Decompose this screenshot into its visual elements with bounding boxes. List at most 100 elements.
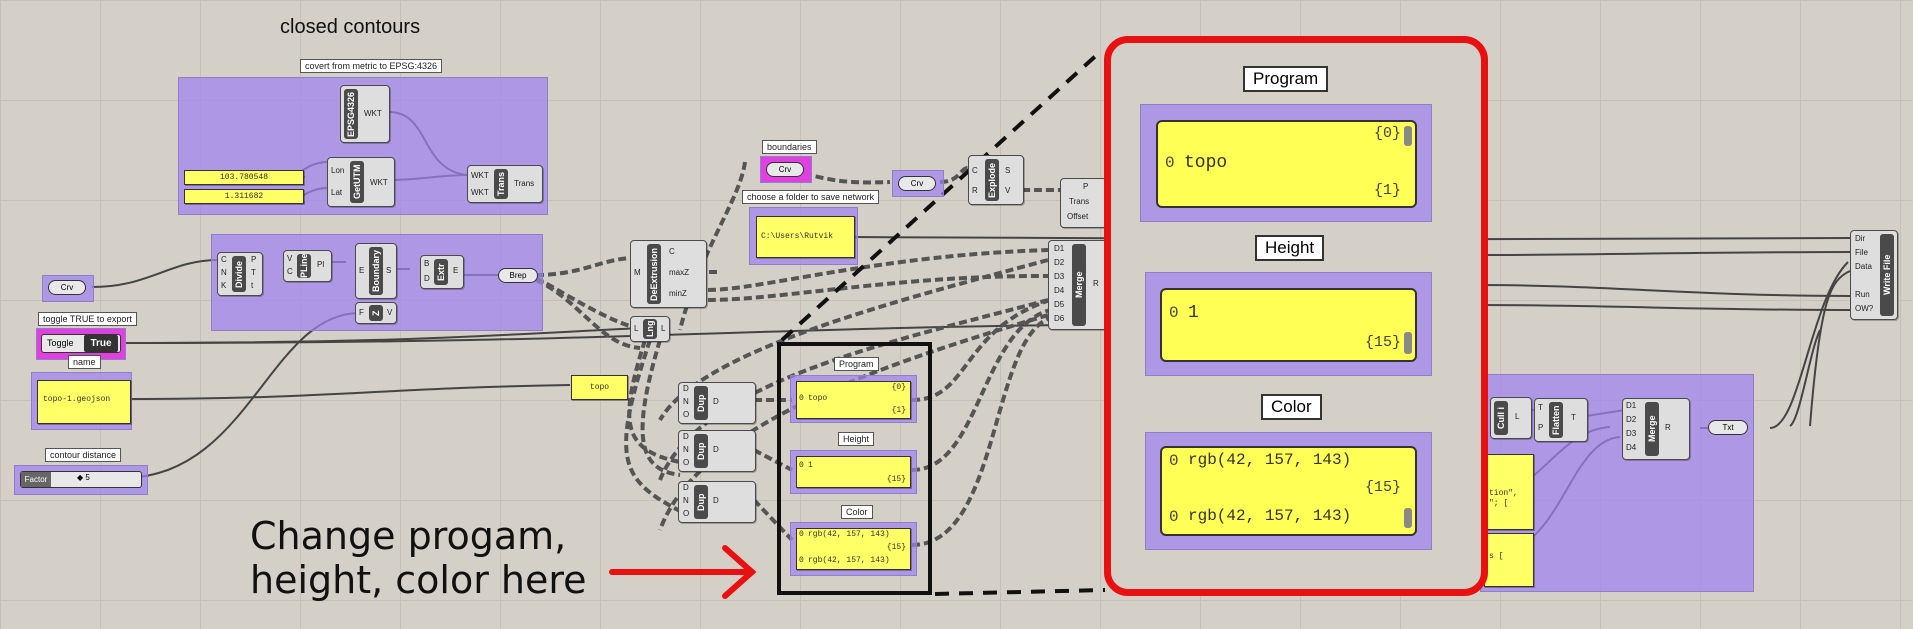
- boundary-core: Boundary: [369, 247, 383, 295]
- dup1-n: N: [683, 397, 689, 406]
- crv-mid-param[interactable]: Crv: [898, 176, 936, 191]
- trans-in1: WKT: [471, 171, 489, 180]
- deextrusion-component[interactable]: M DeExtrusion C maxZ minZ: [630, 240, 707, 308]
- writefile-dir: Dir: [1855, 234, 1866, 243]
- annotation-text: Change progam, height, color here: [250, 514, 587, 602]
- dup2-out: D: [713, 445, 719, 454]
- dup-component-2[interactable]: D N O Dup D: [678, 430, 756, 472]
- contour-slider[interactable]: Factor ◆ 5: [20, 471, 142, 488]
- program-zoom-path1: {1}: [1373, 182, 1401, 199]
- merge-component[interactable]: D1 D2 D3 D4 D5 D6 Merge R: [1048, 240, 1108, 330]
- z-component[interactable]: F Z V: [355, 302, 397, 324]
- color-zoom-panel[interactable]: 0 rgb(42, 157, 143) {15} 0 rgb(42, 157, …: [1160, 446, 1417, 536]
- pline-core: PLine: [297, 253, 311, 279]
- txt-param[interactable]: Txt: [1708, 420, 1748, 435]
- lat-panel[interactable]: 1.311682: [184, 189, 304, 204]
- divide-in-n: N: [221, 268, 227, 277]
- divide-core: Divide: [232, 256, 246, 292]
- z-in: F: [359, 308, 364, 317]
- explode-component[interactable]: C R Explode S V: [968, 155, 1024, 205]
- merge-core: Merge: [1072, 244, 1086, 326]
- right-text-panel-1[interactable]: tion", "; [: [1484, 454, 1534, 530]
- height-small-panel[interactable]: 0 1 {15}: [796, 456, 911, 488]
- program-small-panel[interactable]: {0} 0 topo {1}: [796, 381, 911, 419]
- toggle-name: Toggle: [47, 338, 74, 348]
- getutm-component[interactable]: Lon Lat GetUTM WKT: [327, 157, 395, 207]
- writefile-component[interactable]: Dir File Data Run OW? Write File: [1850, 230, 1898, 320]
- cull-core: Cull i: [1494, 401, 1508, 435]
- toggle-control[interactable]: Toggle True: [41, 334, 121, 353]
- merge-d2: D2: [1054, 258, 1065, 267]
- writefile-file: File: [1855, 248, 1868, 257]
- right-panel-text2: "; [: [1489, 499, 1509, 508]
- program-small-path0: {0}: [891, 383, 906, 392]
- color-zoom-idx0: 0: [1169, 452, 1179, 470]
- boundary-component[interactable]: E Boundary S: [355, 243, 397, 299]
- height-zoom-panel[interactable]: 0 1 {15}: [1160, 288, 1417, 362]
- folder-panel[interactable]: C:\Users\Rutvik: [756, 216, 855, 258]
- height-zoom-value: 1: [1188, 303, 1199, 323]
- flatten-out: T: [1571, 413, 1576, 422]
- flatten-in-p: P: [1538, 423, 1544, 432]
- color-small-panel[interactable]: 0 rgb(42, 157, 143) {15} 0 rgb(42, 157, …: [796, 528, 911, 570]
- toggle-value[interactable]: True: [84, 335, 118, 352]
- height-zoom-scrollbar[interactable]: [1404, 332, 1412, 354]
- merge2-out: R: [1665, 423, 1671, 432]
- flatten-component[interactable]: T P Flatten T: [1534, 398, 1588, 442]
- getutm-core: GetUTM: [350, 161, 364, 203]
- lon-panel[interactable]: 103.780548: [184, 170, 304, 185]
- slider-value: ◆ 5: [77, 473, 90, 482]
- merge2-component[interactable]: D1 D2 D3 D4 Merge R: [1622, 398, 1690, 460]
- right-text-panel-2[interactable]: s [: [1484, 533, 1534, 587]
- extr-core: Extr: [434, 259, 448, 285]
- getutm-out: WKT: [370, 178, 388, 187]
- program-zoom-value: topo: [1184, 153, 1228, 173]
- writefile-core: Write File: [1880, 234, 1894, 316]
- program-small-idx: 0: [799, 394, 804, 403]
- divide-component[interactable]: C N K Divide P T t: [217, 252, 263, 296]
- brep-param[interactable]: Brep: [498, 268, 538, 283]
- program-small-path1: {1}: [891, 406, 906, 415]
- explode-core: Explode: [985, 159, 999, 201]
- crv-left-param[interactable]: Crv: [48, 280, 86, 295]
- contour-label: contour distance: [45, 448, 122, 462]
- trans-component[interactable]: WKT WKT Trans Trans: [467, 165, 543, 203]
- program-zoom-scrollbar[interactable]: [1404, 126, 1412, 146]
- crv-boundary-param[interactable]: Crv: [766, 162, 804, 177]
- dup3-n: N: [683, 496, 689, 505]
- height-small-value: 1: [808, 461, 813, 470]
- writefile-run: Run: [1855, 290, 1870, 299]
- pline-component[interactable]: V C PLine Pl: [283, 250, 332, 282]
- dup2-n: N: [683, 445, 689, 454]
- page-title: closed contours: [280, 16, 421, 38]
- divide-in-c: C: [221, 255, 227, 264]
- offset-component[interactable]: P Trans Offset: [1060, 178, 1107, 228]
- pline-out: Pl: [317, 260, 325, 269]
- color-small-value0: rgb(42, 157, 143): [808, 530, 890, 539]
- name-panel[interactable]: topo-1.geojson: [37, 380, 131, 424]
- deextrusion-core: DeExtrusion: [647, 244, 661, 304]
- topo-panel[interactable]: topo: [571, 375, 628, 400]
- extr-component[interactable]: B D Extr E: [420, 255, 464, 289]
- lng-component[interactable]: L Lng L: [630, 316, 670, 342]
- program-small-label: Program: [834, 357, 879, 371]
- dup3-o: O: [683, 509, 690, 518]
- divide-out-t: T: [251, 268, 256, 277]
- zoom-highlight-frame: [1104, 36, 1488, 596]
- explode-in-c: C: [972, 166, 978, 175]
- epsg-component[interactable]: EPSG4326 WKT: [340, 85, 390, 143]
- epsg-out: WKT: [364, 109, 382, 118]
- merge-out: R: [1093, 279, 1099, 288]
- color-zoom-scrollbar[interactable]: [1404, 508, 1412, 528]
- dup1-d: D: [683, 384, 689, 393]
- dup-component-3[interactable]: D N O Dup D: [678, 481, 756, 523]
- program-zoom-panel[interactable]: {0} 0 topo {1}: [1156, 120, 1417, 208]
- program-zoom-path0: {0}: [1373, 125, 1401, 142]
- right-panel-text3: s [: [1489, 552, 1504, 561]
- merge-d1: D1: [1054, 244, 1065, 253]
- dup1-o: O: [683, 410, 690, 419]
- color-zoom-value1: rgb(42, 157, 143): [1188, 507, 1352, 525]
- dup-component-1[interactable]: D N O Dup D: [678, 382, 756, 424]
- offset-offset: Offset: [1067, 212, 1089, 221]
- cull-component[interactable]: Cull i L: [1490, 397, 1532, 439]
